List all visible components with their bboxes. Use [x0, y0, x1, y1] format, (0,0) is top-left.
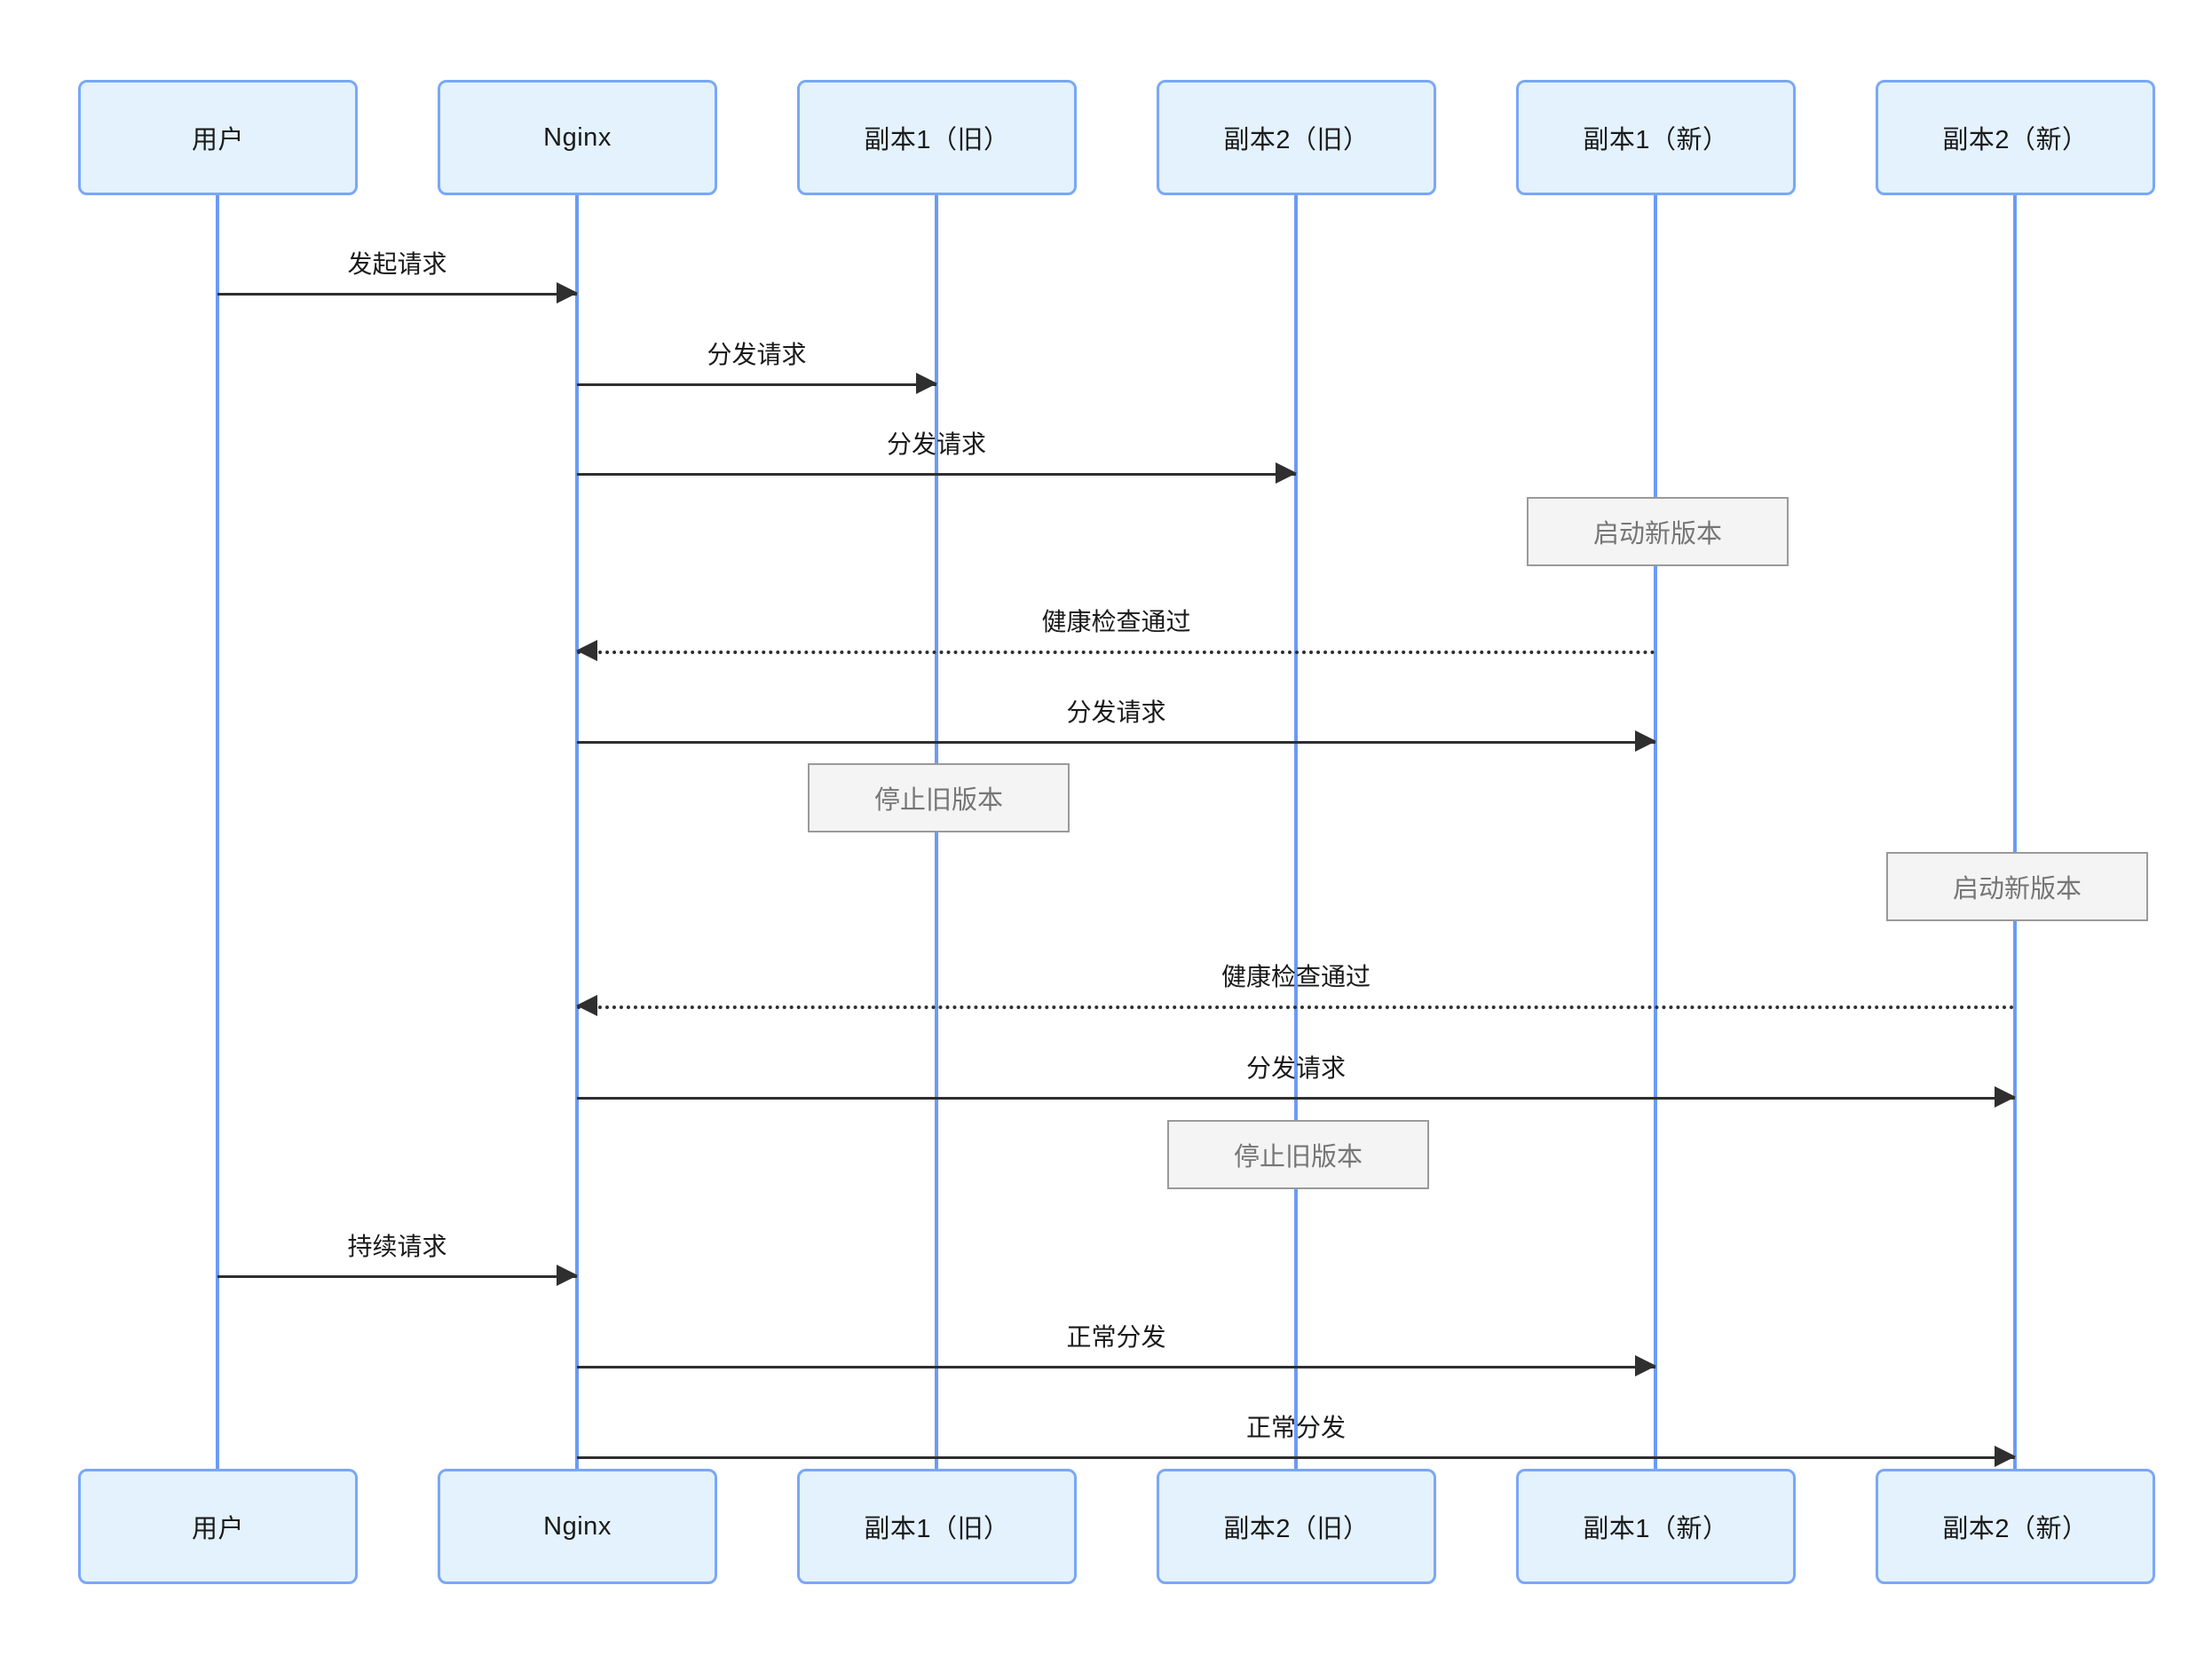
- lifeline-new1: [1654, 195, 1657, 1471]
- participant-bottom-nginx[interactable]: Nginx: [438, 1469, 717, 1584]
- participant-label: 副本1（旧）: [864, 126, 1010, 154]
- participant-top-user[interactable]: 用户: [78, 80, 358, 195]
- note-n1-over-new1[interactable]: 启动新版本: [1527, 497, 1789, 566]
- participant-bottom-new2[interactable]: 副本2（新）: [1876, 1469, 2155, 1584]
- message-line: [577, 1006, 2015, 1009]
- arrowhead-icon: [576, 640, 597, 661]
- participant-bottom-new1[interactable]: 副本1（新）: [1516, 1469, 1796, 1584]
- note-label: 启动新版本: [1952, 875, 2082, 903]
- message-line: [217, 1275, 577, 1278]
- participant-top-new1[interactable]: 副本1（新）: [1516, 80, 1796, 195]
- arrowhead-icon: [1995, 1446, 2016, 1467]
- note-n2-over-old1[interactable]: 停止旧版本: [808, 763, 1070, 832]
- participant-label: 副本2（旧）: [1223, 126, 1370, 154]
- arrowhead-icon: [557, 1265, 578, 1286]
- message-label: 分发请求: [707, 341, 807, 368]
- arrowhead-icon: [576, 995, 597, 1016]
- message-line: [577, 1366, 1655, 1368]
- participant-label: 副本1（新）: [1583, 1515, 1729, 1543]
- participant-top-old2[interactable]: 副本2（旧）: [1157, 80, 1436, 195]
- participant-bottom-old2[interactable]: 副本2（旧）: [1157, 1469, 1436, 1584]
- note-label: 停止旧版本: [1233, 1143, 1363, 1171]
- lifeline-new2: [2013, 195, 2017, 1471]
- arrowhead-icon: [1635, 1355, 1656, 1376]
- message-line: [577, 473, 1296, 476]
- message-label: 正常分发: [1245, 1414, 1346, 1441]
- note-n3-over-new2[interactable]: 启动新版本: [1886, 852, 2148, 921]
- lifeline-user: [216, 195, 219, 1471]
- participant-top-nginx[interactable]: Nginx: [438, 80, 717, 195]
- arrowhead-icon: [1276, 462, 1297, 484]
- message-label: 正常分发: [1066, 1323, 1166, 1351]
- message-line: [577, 651, 1655, 654]
- participant-bottom-user[interactable]: 用户: [78, 1469, 358, 1584]
- participant-top-old1[interactable]: 副本1（旧）: [797, 80, 1077, 195]
- note-label: 停止旧版本: [873, 786, 1003, 815]
- lifeline-old1: [935, 195, 938, 1471]
- participant-label: 副本1（旧）: [864, 1515, 1010, 1543]
- participant-label: Nginx: [543, 1511, 612, 1541]
- message-label: 健康检查通过: [1041, 608, 1191, 635]
- message-line: [577, 1456, 2015, 1459]
- message-label: 健康检查通过: [1221, 963, 1371, 990]
- participant-bottom-old1[interactable]: 副本1（旧）: [797, 1469, 1077, 1584]
- participant-label: 副本2（新）: [1942, 126, 2089, 154]
- message-line: [577, 1097, 2015, 1100]
- arrowhead-icon: [1995, 1086, 2016, 1108]
- message-label: 分发请求: [1066, 698, 1166, 726]
- arrowhead-icon: [916, 373, 937, 394]
- message-label: 分发请求: [1245, 1054, 1346, 1082]
- message-line: [577, 741, 1655, 744]
- lifeline-nginx: [575, 195, 579, 1471]
- message-line: [217, 293, 577, 296]
- message-label: 发起请求: [347, 250, 447, 278]
- message-label: 持续请求: [347, 1233, 447, 1260]
- arrowhead-icon: [557, 282, 578, 304]
- message-label: 分发请求: [886, 430, 986, 458]
- note-label: 启动新版本: [1592, 520, 1722, 548]
- note-n4-over-old2[interactable]: 停止旧版本: [1167, 1120, 1429, 1189]
- participant-label: Nginx: [543, 122, 612, 152]
- participant-label: 副本1（新）: [1583, 126, 1729, 154]
- participant-label: 副本2（新）: [1942, 1515, 2089, 1543]
- arrowhead-icon: [1635, 730, 1656, 752]
- participant-label: 副本2（旧）: [1223, 1515, 1370, 1543]
- message-line: [577, 383, 936, 386]
- lifeline-old2: [1294, 195, 1298, 1471]
- participant-label: 用户: [191, 126, 244, 154]
- participant-top-new2[interactable]: 副本2（新）: [1876, 80, 2155, 195]
- participant-label: 用户: [191, 1515, 244, 1543]
